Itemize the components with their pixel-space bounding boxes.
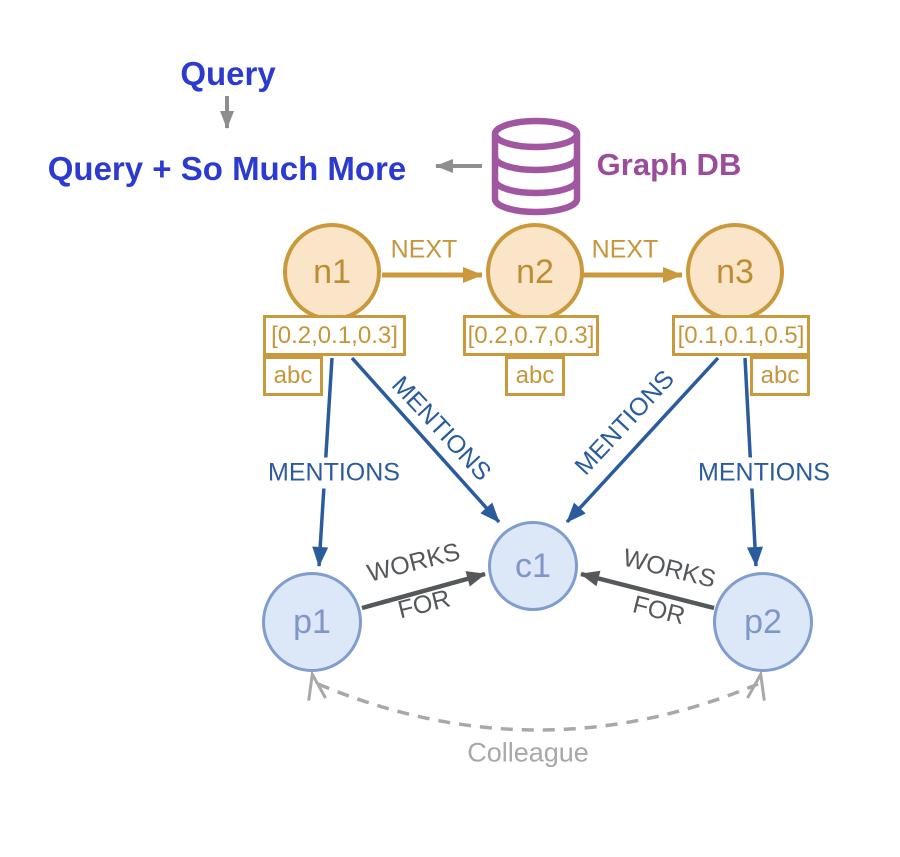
node-label: n1	[313, 252, 351, 291]
mentions-edge-label: MENTIONS	[695, 457, 833, 489]
text-property-n2: abc	[505, 356, 565, 396]
node-p1: p1	[262, 572, 362, 672]
edge-colleague-p1-p2	[307, 669, 766, 732]
edge-mentions-n1-c1	[350, 356, 501, 524]
colleague-edge-label: Colleague	[467, 737, 589, 768]
next-edge-label: NEXT	[591, 235, 659, 264]
node-n2: n2	[486, 223, 584, 321]
node-n3: n3	[686, 223, 784, 321]
result-label: Query + So Much More	[47, 150, 407, 187]
edge-worksfor-p1-c1	[361, 571, 486, 611]
node-label: n3	[716, 252, 754, 291]
graph-db-label: Graph DB	[596, 147, 742, 182]
vector-property-n1: [0.2,0.1,0.3]	[263, 315, 406, 356]
text-property-n3: abc	[750, 356, 810, 396]
open-arrowhead-icon	[307, 669, 327, 701]
vector-property-n3: [0.1,0.1,0.5]	[672, 315, 810, 356]
node-n1: n1	[283, 223, 381, 321]
node-c1: c1	[488, 521, 578, 611]
vector-property-n2: [0.2,0.7,0.3]	[463, 315, 599, 356]
node-label: c1	[515, 546, 551, 585]
node-label: p2	[744, 602, 782, 641]
edge-mentions-n3-c1	[565, 356, 720, 524]
mentions-edge-label: MENTIONS	[265, 457, 403, 489]
node-p2: p2	[713, 572, 813, 672]
open-arrowhead-icon	[746, 669, 766, 701]
query-label: Query	[180, 55, 276, 92]
next-edge-label: NEXT	[390, 235, 458, 264]
edge-worksfor-p2-c1	[580, 570, 715, 611]
node-label: n2	[516, 252, 554, 291]
text-property-n1: abc	[263, 356, 323, 396]
node-label: p1	[293, 602, 331, 641]
database-icon	[491, 117, 581, 216]
